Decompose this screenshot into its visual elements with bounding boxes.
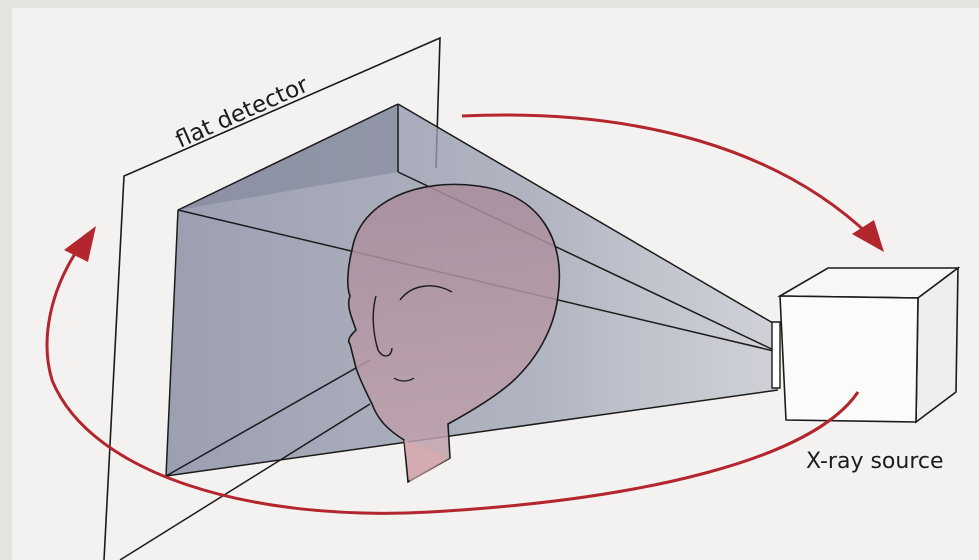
xray-source-box (772, 268, 958, 422)
source-label: X-ray source (806, 449, 944, 474)
source-aperture (772, 322, 780, 388)
